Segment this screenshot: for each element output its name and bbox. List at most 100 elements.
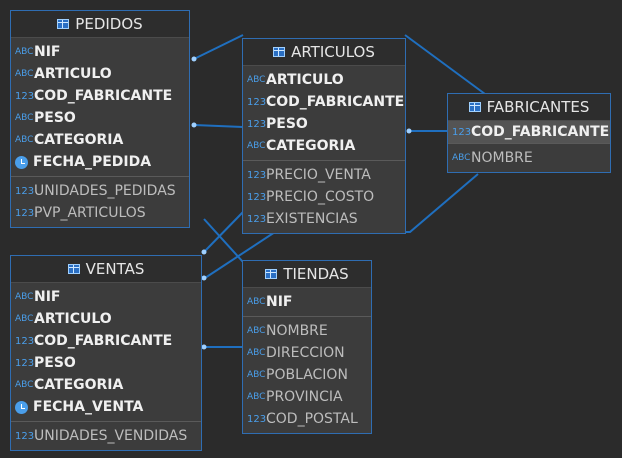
text-type-icon: ABC: [247, 326, 266, 336]
text-type-icon: ABC: [15, 135, 34, 145]
entity-title: ARTICULOS: [291, 43, 375, 61]
column-name: COD_FABRICANTE: [34, 88, 173, 104]
link-pedidos-articulos[interactable]: [193, 124, 244, 128]
number-type-icon: 123: [247, 191, 267, 203]
text-type-icon: ABC: [15, 113, 34, 123]
table-icon: [468, 102, 481, 112]
entity-title: VENTAS: [85, 260, 145, 278]
entity-header[interactable]: PEDIDOS: [11, 11, 189, 38]
text-type-icon: ABC: [247, 392, 266, 402]
link-end-dot: [191, 56, 197, 62]
column-name: NIF: [34, 289, 61, 305]
column-name: CATEGORIA: [34, 377, 124, 393]
column-name: PVP_ARTICULOS: [34, 205, 146, 221]
table-icon: [57, 19, 70, 29]
column-name: CATEGORIA: [266, 138, 356, 154]
entity-title: PEDIDOS: [75, 15, 143, 33]
entity-header[interactable]: ARTICULOS: [243, 39, 405, 66]
column-name: CATEGORIA: [34, 132, 124, 148]
entity-header[interactable]: TIENDAS: [243, 261, 371, 288]
entity-header[interactable]: FABRICANTES: [448, 94, 610, 121]
table-icon: [265, 269, 278, 279]
column-name: PESO: [34, 110, 76, 126]
column-name: NOMBRE: [266, 323, 328, 339]
column-name: PRECIO_COSTO: [266, 189, 375, 205]
text-type-icon: ABC: [247, 141, 266, 151]
text-type-icon: ABC: [247, 348, 266, 358]
entity-header[interactable]: VENTAS: [11, 256, 201, 283]
number-type-icon: 123: [247, 118, 267, 130]
column-row[interactable]: FECHA_VENTA: [11, 396, 201, 418]
column-name: ARTICULO: [266, 72, 344, 88]
column-row[interactable]: FECHA_PEDIDA: [11, 151, 189, 173]
text-type-icon: ABC: [15, 314, 34, 324]
column-name: POBLACION: [266, 367, 348, 383]
number-type-icon: 123: [247, 169, 267, 181]
number-type-icon: 123: [452, 126, 472, 138]
link-articulos-ventas[interactable]: [203, 211, 244, 253]
table-icon: [273, 47, 286, 57]
link-fabricantes-top[interactable]: [404, 34, 486, 95]
column-name: EXISTENCIAS: [266, 211, 358, 227]
entity-title: FABRICANTES: [486, 98, 590, 116]
column-name: ARTICULO: [34, 66, 112, 82]
column-name: PESO: [266, 116, 308, 132]
link-end-dot: [201, 275, 207, 281]
column-name: NOMBRE: [471, 150, 533, 166]
number-type-icon: 123: [15, 185, 35, 197]
link-pedidos-tiendas[interactable]: [203, 218, 244, 263]
column-name: NIF: [34, 44, 61, 60]
number-type-icon: 123: [15, 207, 35, 219]
link-pedidos-articulos-top[interactable]: [193, 34, 244, 60]
text-type-icon: ABC: [15, 292, 34, 302]
column-name: PESO: [34, 355, 76, 371]
link-end-dot: [406, 128, 412, 134]
column-name: FECHA_VENTA: [33, 399, 144, 415]
text-type-icon: ABC: [15, 380, 34, 390]
column-name: FECHA_PEDIDA: [33, 154, 152, 170]
text-type-icon: ABC: [452, 153, 471, 163]
link-end-dot: [201, 344, 207, 350]
column-name: COD_FABRICANTE: [471, 124, 610, 140]
column-name: COD_FABRICANTE: [266, 94, 405, 110]
clock-icon: [15, 400, 28, 414]
